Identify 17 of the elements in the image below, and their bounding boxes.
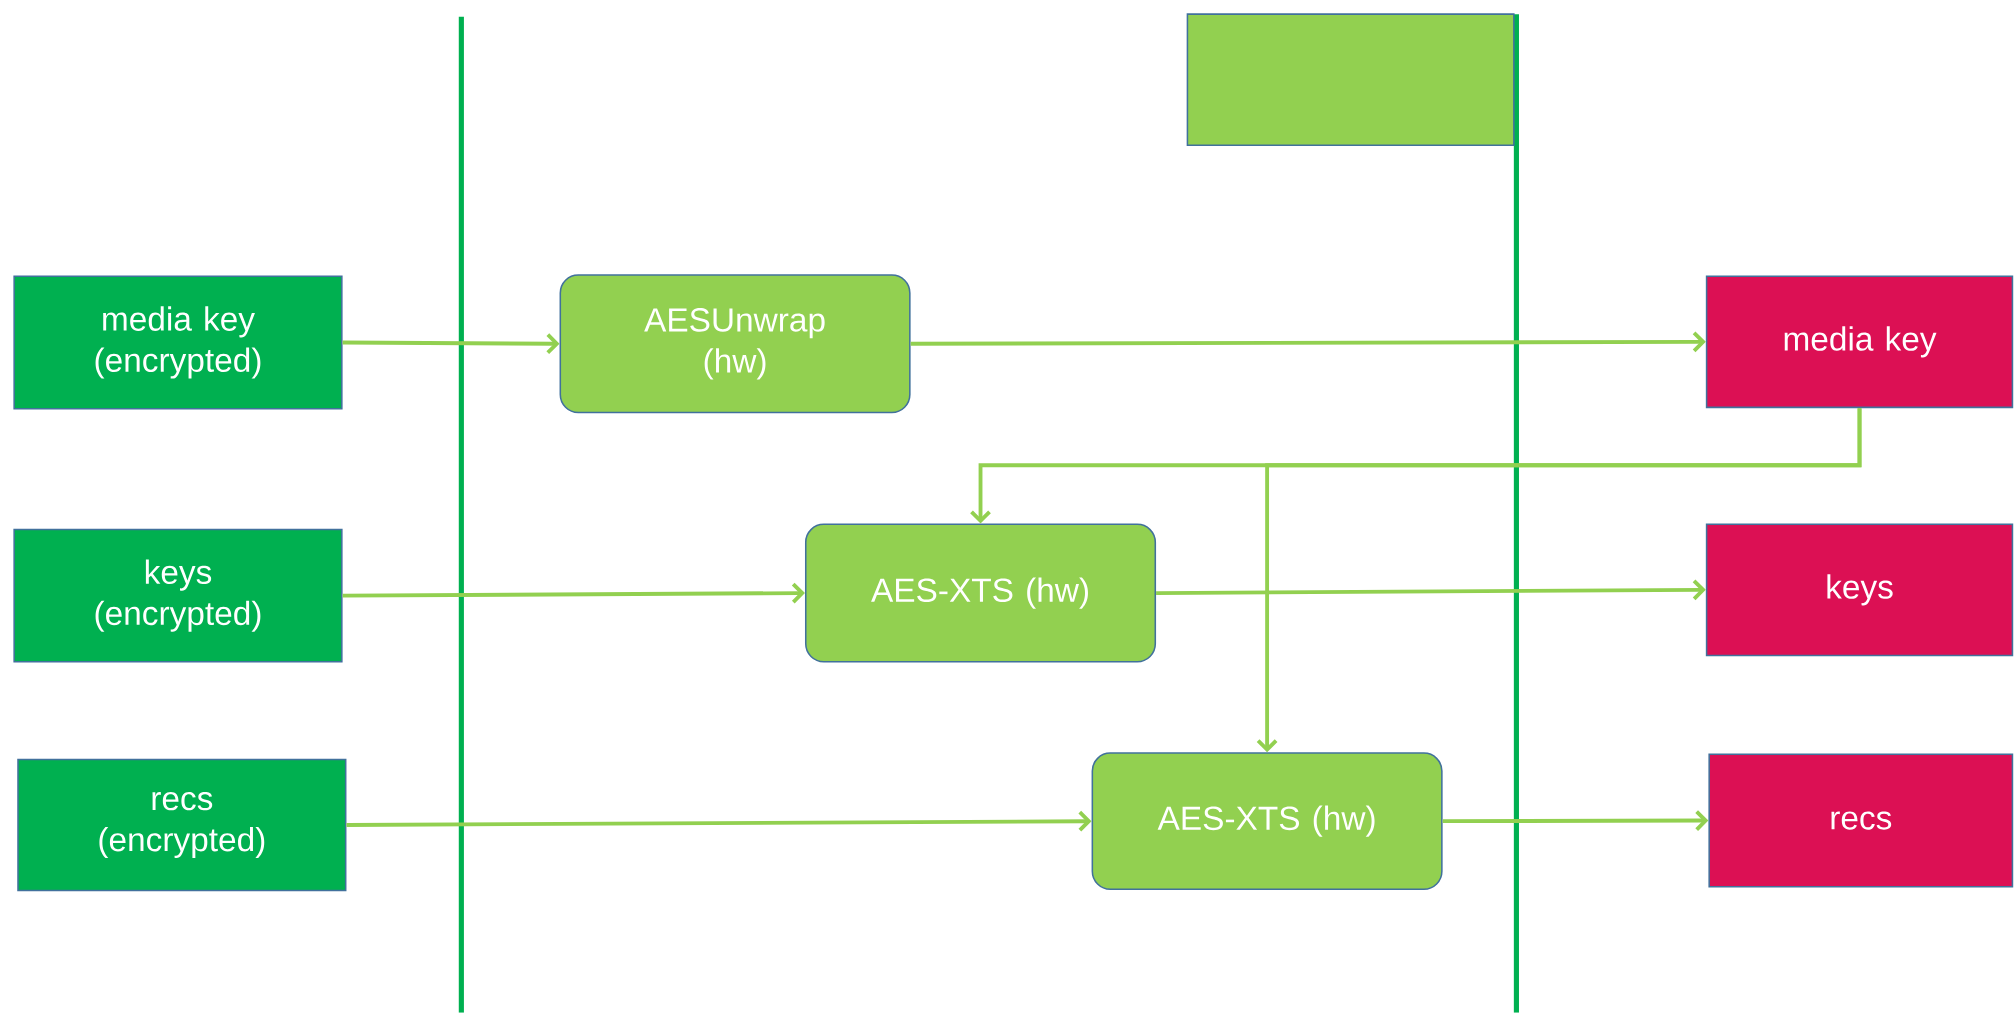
arrow: [1442, 810, 1709, 832]
flag-box: [1186, 13, 1515, 147]
arrow: [342, 582, 805, 604]
arrow: [1156, 579, 1706, 601]
arrow: [910, 331, 1706, 353]
arrow: [1256, 408, 1862, 753]
process-box: AES-XTS (hw): [805, 523, 1157, 663]
input-box: recs (encrypted): [17, 758, 347, 892]
process-box: AESUnwrap (hw): [559, 274, 911, 414]
arrow: [346, 811, 1092, 832]
output-box: keys: [1705, 523, 2014, 657]
output-box: media key: [1705, 275, 2014, 409]
input-box: keys (encrypted): [13, 528, 343, 663]
process-box: AES-XTS (hw): [1091, 752, 1443, 891]
output-box: recs: [1708, 753, 2014, 888]
input-box: media key (encrypted): [13, 275, 343, 410]
arrow: [342, 333, 560, 355]
